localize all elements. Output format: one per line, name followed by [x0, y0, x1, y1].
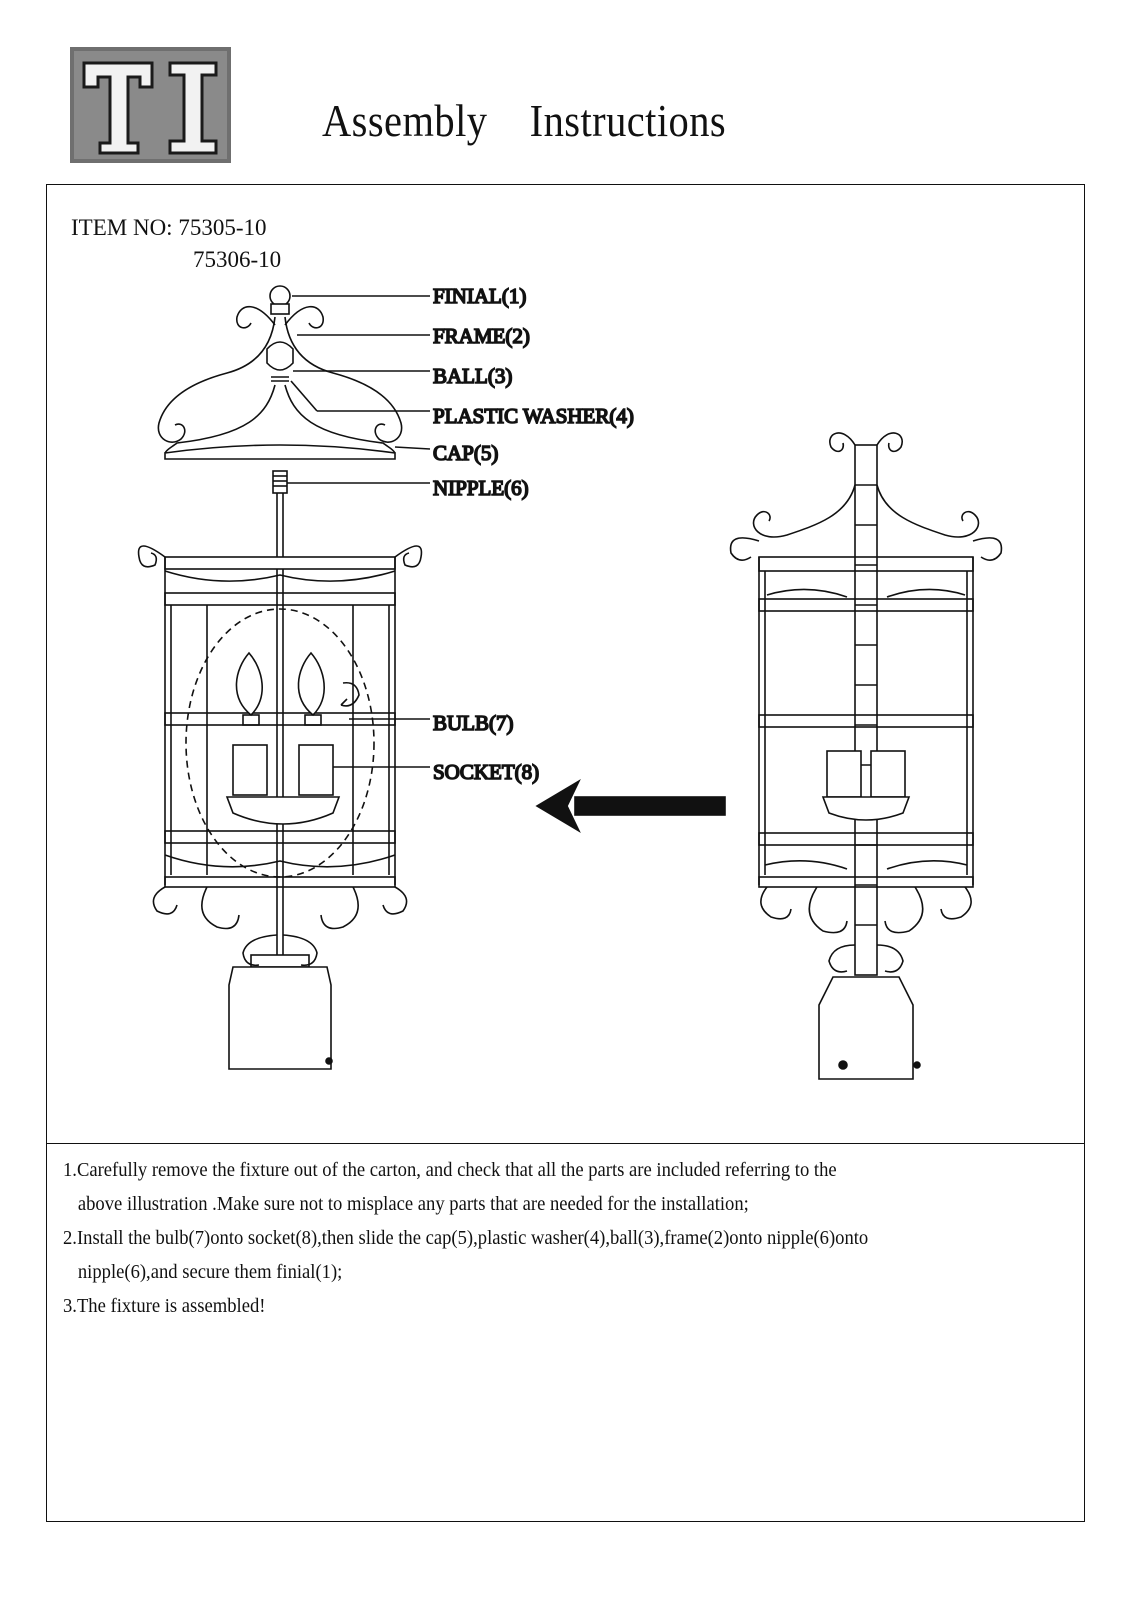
- label-socket: SOCKET(8): [433, 760, 539, 784]
- label-cap: CAP(5): [433, 441, 498, 465]
- finial: [269, 285, 291, 315]
- assembly-diagram: FINIAL(1) FRAME(2) BALL(3) PLASTIC WASHE…: [137, 283, 1003, 1080]
- instruction-panel: ITEM NO: 75305-10 75306-10: [46, 184, 1085, 1522]
- page-title: Assembly Instructions: [322, 94, 726, 147]
- item-number-2: 75306-10: [193, 247, 282, 272]
- label-ball: BALL(3): [433, 364, 512, 388]
- section-divider: [47, 1143, 1084, 1144]
- ball: [266, 341, 294, 382]
- step-text: 1.Carefully remove the fixture out of th…: [63, 1159, 837, 1181]
- step-text: 3.The fixture is assembled!: [63, 1295, 266, 1317]
- frame-top: [157, 305, 403, 443]
- instruction-step-3: 3.The fixture is assembled!: [63, 1289, 993, 1323]
- item-number-1: 75305-10: [178, 215, 267, 240]
- instructions-list: 1.Carefully remove the fixture out of th…: [63, 1153, 993, 1323]
- title-word-1: Assembly: [322, 95, 488, 146]
- lantern-body-left: [137, 545, 423, 1070]
- cap: [164, 384, 396, 460]
- instruction-step-2: 2.Install the bulb(7)onto socket(8),then…: [63, 1221, 993, 1289]
- label-nipple: NIPPLE(6): [433, 476, 529, 500]
- item-number-block: ITEM NO: 75305-10 75306-10: [71, 212, 281, 276]
- nipple: [272, 470, 288, 557]
- brand-logo: [70, 47, 231, 163]
- title-word-2: Instructions: [529, 95, 727, 146]
- label-frame: FRAME(2): [433, 324, 530, 348]
- detail-ellipse: [185, 608, 375, 878]
- instruction-step-1: 1.Carefully remove the fixture out of th…: [63, 1153, 993, 1221]
- step-text: 2.Install the bulb(7)onto socket(8),then…: [63, 1227, 869, 1249]
- bulbs-and-sockets: [225, 651, 360, 825]
- label-bulb: BULB(7): [433, 711, 514, 735]
- step-text-continued: above illustration .Make sure not to mis…: [77, 1193, 749, 1215]
- assembled-lantern-right: [729, 432, 1003, 1080]
- direction-arrow: [535, 778, 726, 834]
- label-finial: FINIAL(1): [433, 284, 526, 308]
- step-text-continued: nipple(6),and secure them finial(1);: [77, 1261, 343, 1283]
- leader-lines: [287, 295, 431, 768]
- item-label: ITEM NO:: [71, 215, 173, 240]
- label-plastic-washer: PLASTIC WASHER(4): [433, 404, 634, 428]
